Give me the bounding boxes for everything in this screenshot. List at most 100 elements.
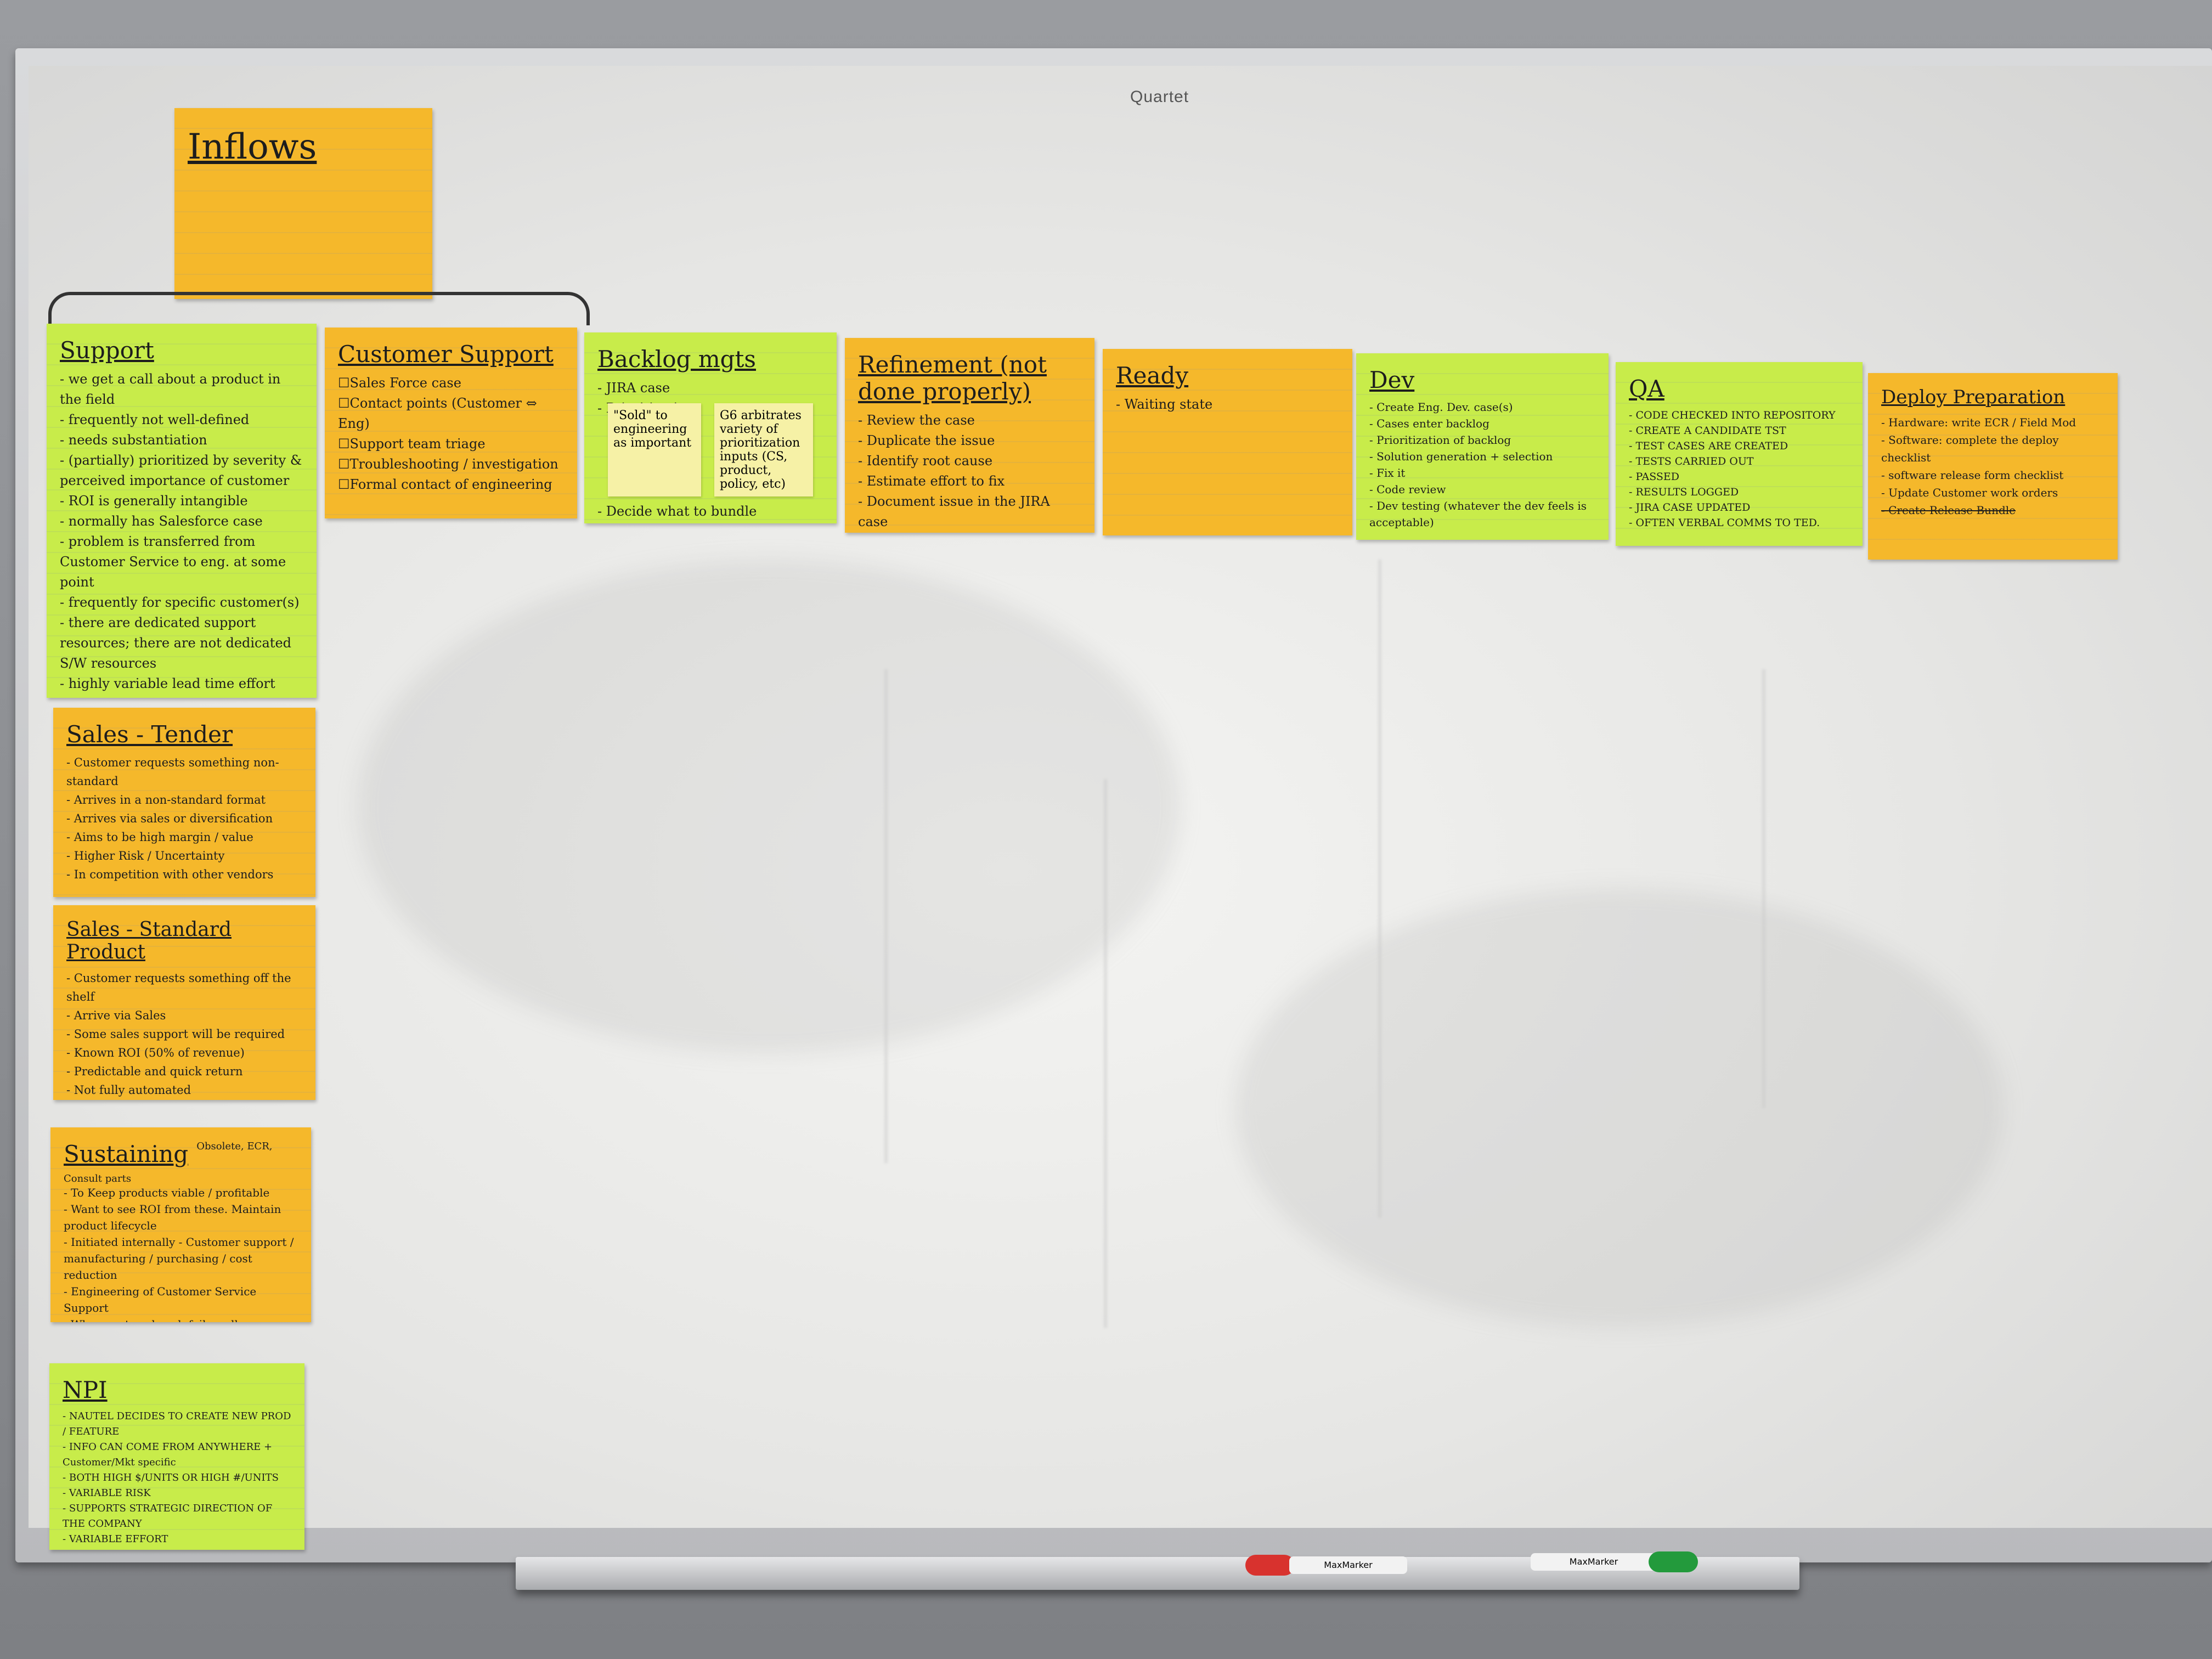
qa-title: QA xyxy=(1629,375,1664,402)
list-item: Engineering of Customer Service Support xyxy=(64,1283,298,1316)
sustaining-note: Sustaining Obsolete, ECR, Consult parts … xyxy=(50,1127,311,1322)
list-item: problem is transferred from Customer Ser… xyxy=(60,532,303,592)
list-item: Document issue in the JIRA case xyxy=(858,492,1081,532)
list-item: there are dedicated support resources; t… xyxy=(60,613,303,674)
refinement-note: Refinement (not done properly) Review th… xyxy=(845,338,1094,533)
list-item: CREATE A CANDIDATE TST xyxy=(1629,423,1849,438)
list-item: VARIABLE EFFORT xyxy=(63,1532,291,1547)
list-item: Dev testing (whatever the dev feels is a… xyxy=(1369,498,1595,531)
list-item: Contact points (Customer ⇔ Eng) xyxy=(338,393,564,434)
list-item: Troubleshooting / investigation xyxy=(338,454,564,475)
inflows-note: Inflows xyxy=(174,108,432,299)
support-list: we get a call about a product in the fie… xyxy=(60,369,303,694)
list-item: frequently for specific customer(s) xyxy=(60,592,303,613)
smudge xyxy=(1235,889,2004,1328)
backlog-footer: - Decide what to bundle xyxy=(597,504,757,519)
list-item: needs substantiation xyxy=(60,430,303,450)
list-item: Prioritization of backlog xyxy=(1369,432,1595,448)
list-item: In competition with other vendors xyxy=(66,865,302,884)
sustaining-list: To Keep products viable / profitable Wan… xyxy=(64,1184,298,1322)
list-item: Formal contact of engineering xyxy=(338,475,564,495)
deploy-title: Deploy Preparation xyxy=(1881,386,2066,408)
whiteboard xyxy=(29,66,2212,1528)
dev-title: Dev xyxy=(1369,366,1415,393)
list-item: PASSED xyxy=(1629,469,1849,484)
streak xyxy=(1378,560,1381,1218)
npi-list: NAUTEL DECIDES TO CREATE NEW PROD / FEAT… xyxy=(63,1409,291,1547)
list-item: Review the case xyxy=(858,410,1081,431)
list-item: Initiated internally - Customer support … xyxy=(64,1234,298,1283)
list-item: Arrive via Sales xyxy=(66,1006,302,1025)
red-marker-label: MaxMarker xyxy=(1289,1556,1407,1574)
inflows-title: Inflows xyxy=(188,127,317,167)
support-note: Support we get a call about a product in… xyxy=(47,324,317,698)
ready-title: Ready xyxy=(1116,362,1189,389)
dev-note: Dev Create Eng. Dev. case(s) Cases enter… xyxy=(1356,353,1609,540)
list-item: Estimate effort to fix xyxy=(858,471,1081,492)
backlog-mini-note-1: "Sold" to engineering as important xyxy=(608,403,701,496)
list-item: Cases enter backlog xyxy=(1369,415,1595,432)
list-item: Arrives in a non-standard format xyxy=(66,791,302,809)
list-item: TEST CASES ARE CREATED xyxy=(1629,438,1849,454)
list-item: Some sales support will be required xyxy=(66,1025,302,1043)
green-marker[interactable]: MaxMarker xyxy=(1531,1551,1701,1572)
customer-support-note: Customer Support Sales Force case Contac… xyxy=(325,328,577,518)
sales-tender-note: Sales - Tender Customer requests somethi… xyxy=(53,708,315,897)
sales-standard-list: Customer requests something off the shel… xyxy=(66,969,302,1099)
list-item: OFTEN VERBAL COMMS TO TED. xyxy=(1629,515,1849,531)
smudge xyxy=(358,560,1181,1053)
support-title: Support xyxy=(60,337,154,364)
list-item: BOTH HIGH $/UNITS OR HIGH #/UNITS xyxy=(63,1470,291,1486)
npi-title: NPI xyxy=(63,1376,108,1403)
list-item: Fix it xyxy=(1369,465,1595,481)
list-item: Known ROI (50% of revenue) xyxy=(66,1043,302,1062)
sales-tender-list: Customer requests something non-standard… xyxy=(66,753,302,884)
list-item: Support team triage xyxy=(338,434,564,454)
inflow-bracket xyxy=(48,292,590,325)
list-item: Waiting state xyxy=(1116,394,1339,415)
list-item: Duplicate the issue xyxy=(858,431,1081,451)
list-item: JIRA CASE UPDATED xyxy=(1629,500,1849,515)
list-item: (partially) prioritized by severity & pe… xyxy=(60,450,303,491)
list-item: NAUTEL DECIDES TO CREATE NEW PROD / FEAT… xyxy=(63,1409,291,1440)
npi-note: NPI NAUTEL DECIDES TO CREATE NEW PROD / … xyxy=(49,1363,304,1550)
list-item: CODE CHECKED INTO REPOSITORY xyxy=(1629,408,1849,423)
list-item: we get a call about a product in the fie… xyxy=(60,369,303,410)
sustaining-title: Sustaining xyxy=(64,1141,189,1167)
list-item: Create Release Bundle xyxy=(1881,501,2104,519)
red-marker-cap xyxy=(1245,1555,1295,1576)
list-item: Arrives via sales or diversification xyxy=(66,809,302,828)
sales-standard-note: Sales - Standard Product Customer reques… xyxy=(53,905,315,1100)
streak xyxy=(884,669,888,1163)
list-item: Predictable and quick return xyxy=(66,1062,302,1081)
list-item: ROI is generally intangible xyxy=(60,491,303,511)
customer-support-list: Sales Force case Contact points (Custome… xyxy=(338,373,564,495)
streak xyxy=(1104,779,1107,1328)
list-item: software release form checklist xyxy=(1881,466,2104,484)
list-item: Higher Risk / Uncertainty xyxy=(66,847,302,865)
refinement-list: Review the case Duplicate the issue Iden… xyxy=(858,410,1081,532)
list-item: JIRA case xyxy=(597,378,823,398)
customer-support-title: Customer Support xyxy=(338,341,554,368)
qa-note: QA CODE CHECKED INTO REPOSITORY CREATE A… xyxy=(1616,362,1863,546)
list-item: Hardware: write ECR / Field Mod xyxy=(1881,414,2104,431)
list-item: highly variable lead time effort xyxy=(60,674,303,694)
list-item: Not fully automated xyxy=(66,1081,302,1099)
backlog-mini-note-2: G6 arbitrates variety of prioritization … xyxy=(714,403,813,496)
red-marker[interactable]: MaxMarker xyxy=(1245,1555,1410,1576)
list-item: INFO CAN COME FROM ANYWHERE + Customer/M… xyxy=(63,1440,291,1470)
list-item: TESTS CARRIED OUT xyxy=(1629,454,1849,469)
deploy-list: Hardware: write ECR / Field Mod Software… xyxy=(1881,414,2104,519)
board-brand-label: Quartet xyxy=(1130,88,1189,106)
qa-list: CODE CHECKED INTO REPOSITORY CREATE A CA… xyxy=(1629,408,1849,531)
list-item: RESULTS LOGGED xyxy=(1629,484,1849,500)
backlog-title: Backlog mgts xyxy=(597,346,756,373)
streak xyxy=(1762,669,1765,1108)
backlog-footer-text: Decide what to bundle xyxy=(606,504,757,519)
ready-list: Waiting state xyxy=(1116,394,1339,415)
list-item: Create Eng. Dev. case(s) xyxy=(1369,399,1595,415)
list-item: Customer requests something non-standard xyxy=(66,753,302,791)
list-item: Aims to be high margin / value xyxy=(66,828,302,847)
list-item: Sales Force case xyxy=(338,373,564,393)
dev-list: Create Eng. Dev. case(s) Cases enter bac… xyxy=(1369,399,1595,531)
